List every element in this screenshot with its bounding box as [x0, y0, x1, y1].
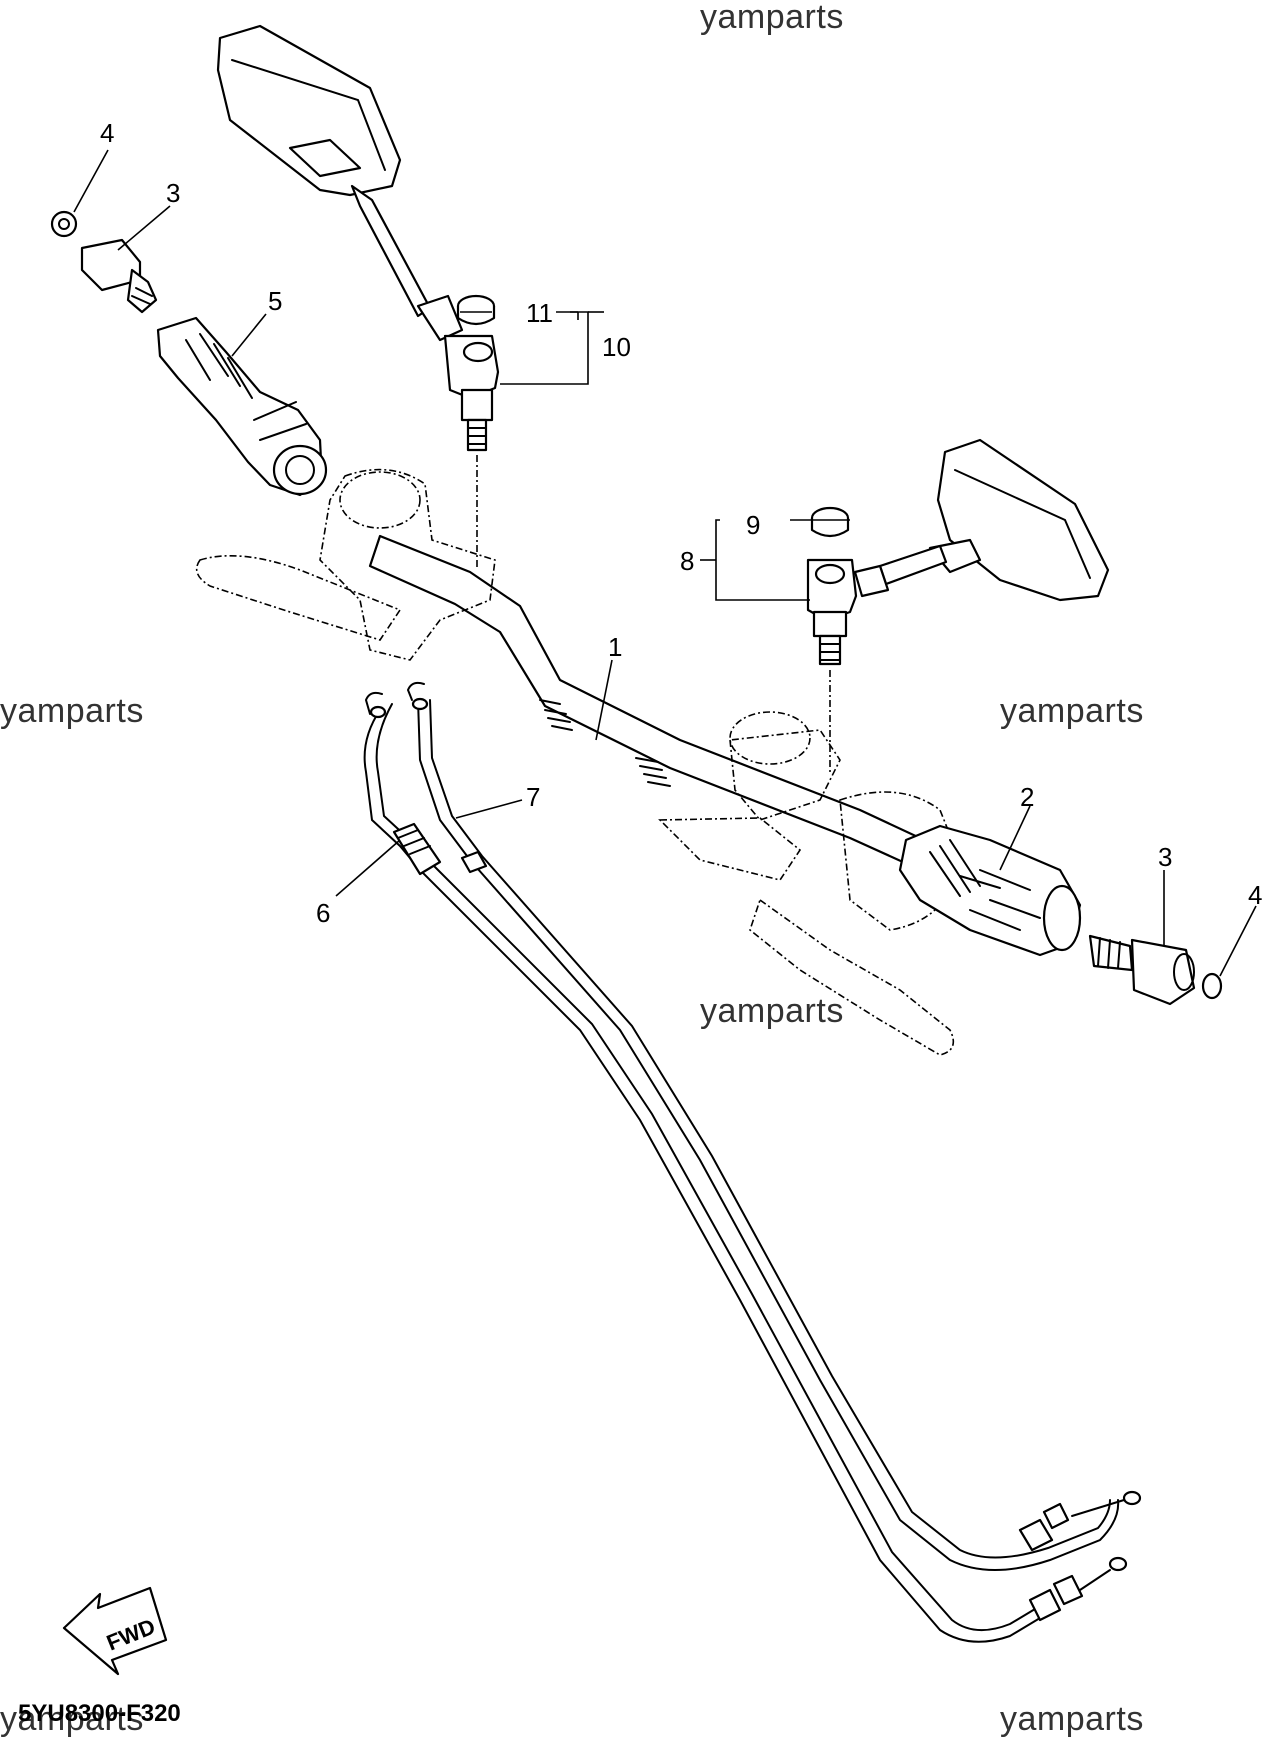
left-mirror — [216, 24, 464, 342]
callout-4-left: 4 — [100, 118, 114, 148]
right-mirror-adapter — [806, 558, 858, 772]
right-bar-end-screw — [1201, 972, 1223, 1000]
watermark: yamparts — [0, 1700, 144, 1738]
throttle-cable-7 — [406, 681, 1120, 1571]
left-mirror-adapter — [443, 334, 500, 570]
callout-2: 2 — [1020, 782, 1034, 812]
callout-9: 9 — [746, 510, 760, 540]
watermark: yamparts — [1000, 1700, 1144, 1738]
left-cap — [456, 294, 496, 326]
callout-7: 7 — [526, 782, 540, 812]
right-mirror — [853, 438, 1110, 602]
watermark: yamparts — [0, 692, 144, 730]
right-grip — [898, 824, 1082, 957]
watermark: yamparts — [1000, 692, 1144, 730]
fwd-arrow: FWD — [62, 1586, 168, 1676]
leader-lines — [73, 149, 1257, 977]
throttle-cable-6 — [363, 691, 1051, 1643]
callout-11: 11 — [526, 298, 553, 328]
left-bar-end-screw — [50, 210, 78, 238]
left-bar-end-weight — [80, 238, 158, 314]
watermark: yamparts — [700, 0, 844, 36]
right-cap — [810, 506, 850, 538]
right-bar-end-weight — [1088, 934, 1196, 1006]
callout-10: 10 — [602, 332, 631, 362]
callout-8: 8 — [680, 546, 694, 576]
callout-3-right: 3 — [1158, 842, 1172, 872]
callout-1: 1 — [608, 632, 622, 662]
right-master-cylinder-outline — [658, 711, 961, 1056]
callout-5: 5 — [268, 286, 282, 316]
diagram-code: 5YU8300-F320 — [18, 1700, 181, 1727]
cable-lower-fittings — [1018, 1490, 1142, 1622]
callout-4-right: 4 — [1248, 880, 1262, 910]
callout-3-left: 3 — [166, 178, 180, 208]
callout-6: 6 — [316, 898, 330, 928]
left-grip — [156, 316, 328, 497]
left-master-cylinder-outline — [195, 468, 496, 661]
callout-labels: 4 3 5 11 10 9 8 1 7 2 3 4 6 — [100, 118, 1262, 928]
watermark: yamparts — [700, 992, 844, 1030]
